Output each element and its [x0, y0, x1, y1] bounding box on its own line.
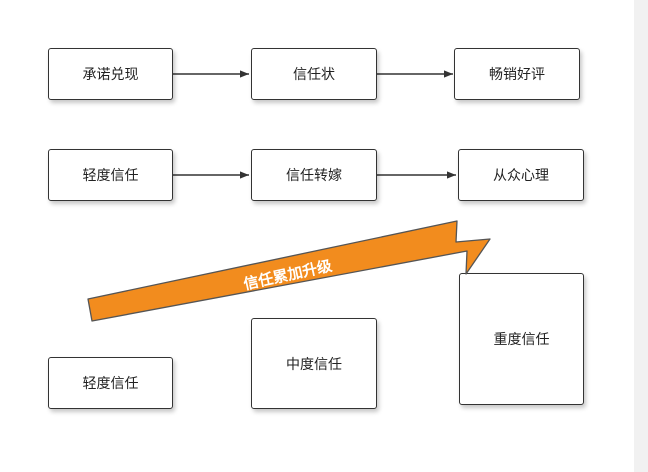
node-label: 轻度信任	[82, 376, 139, 392]
node-light-trust-top: 轻度信任	[48, 149, 173, 201]
node-herd-mentality: 从众心理	[458, 149, 584, 201]
node-light-trust-level: 轻度信任	[48, 357, 173, 409]
page-edge	[634, 0, 648, 472]
node-trust-credential: 信任状	[251, 48, 377, 100]
node-trust-transfer: 信任转嫁	[251, 149, 377, 201]
node-label: 中度信任	[286, 356, 342, 373]
node-medium-trust-level: 中度信任	[251, 318, 377, 409]
node-heavy-trust-level: 重度信任	[459, 273, 584, 405]
node-label: 从众心理	[493, 168, 549, 184]
node-label: 信任状	[293, 67, 335, 83]
node-bestseller-reviews: 畅销好评	[454, 48, 580, 100]
node-label: 轻度信任	[82, 168, 139, 184]
node-commitment-fulfilled: 承诺兑现	[48, 48, 173, 100]
node-label: 承诺兑现	[82, 67, 139, 83]
node-label: 信任转嫁	[286, 168, 342, 184]
node-label: 畅销好评	[489, 67, 545, 83]
node-label: 重度信任	[493, 332, 550, 348]
